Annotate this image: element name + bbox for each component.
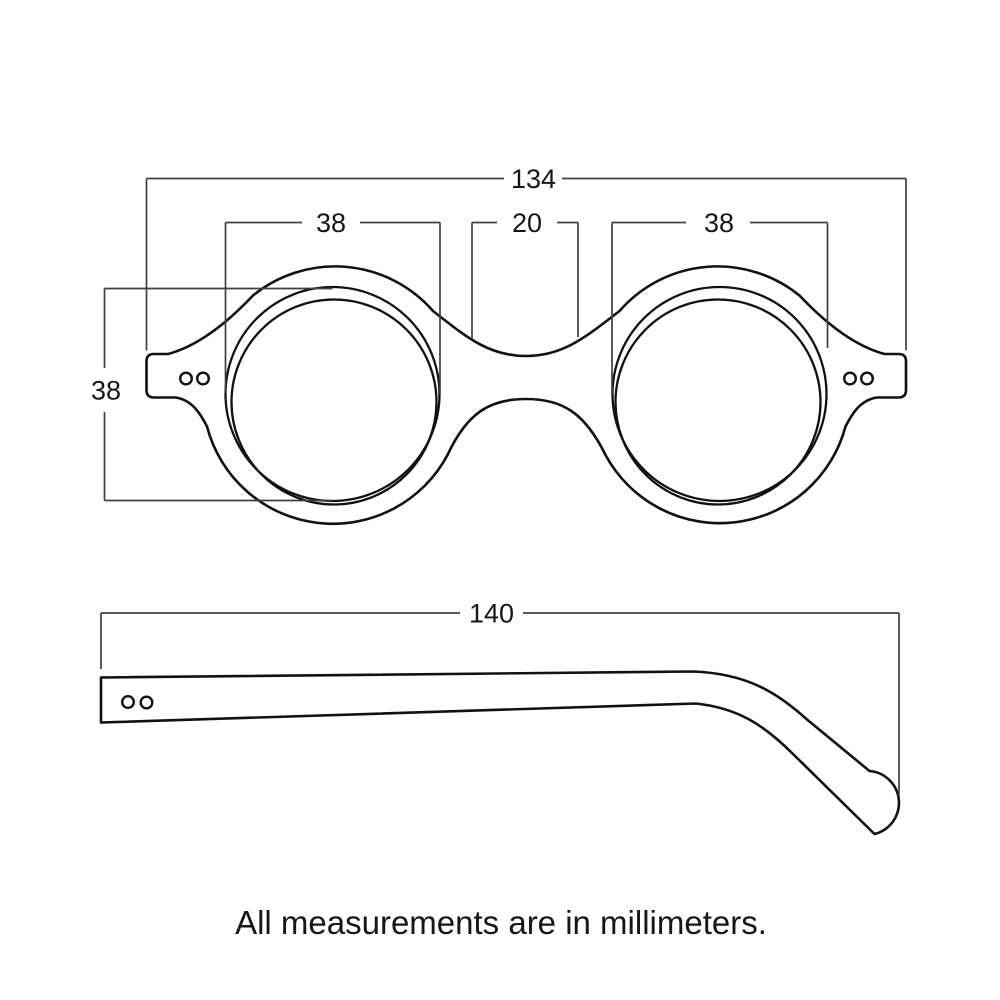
dimension-bridge-width: 20 — [471, 208, 579, 339]
left-lens-bevel-circle — [230, 298, 438, 506]
front-frame-outline — [145, 265, 908, 526]
dimension-left-lens-width: 38 — [224, 208, 441, 393]
temple-outline — [99, 670, 901, 836]
lens-height-label: 38 — [91, 376, 121, 406]
temple-hinge-rivet-dot — [139, 695, 154, 710]
left-hinge-rivet-dot — [178, 371, 193, 386]
right-lens-bevel-circle — [614, 298, 822, 506]
dimension-lens-height: 38 — [91, 287, 333, 502]
dimension-total-width: 134 — [145, 164, 907, 351]
dimension-right-lens-width: 38 — [611, 208, 829, 394]
total-width-label: 134 — [511, 164, 556, 194]
right-hinge-rivet-dot — [860, 371, 875, 386]
left-hinge-rivet-dot — [195, 371, 210, 386]
temple-hinge-rivet-dot — [120, 695, 135, 710]
bridge-width-label: 20 — [512, 208, 542, 238]
glasses-front-view — [145, 265, 908, 526]
temple-length-label: 140 — [469, 599, 514, 629]
left-lens-width-label: 38 — [316, 208, 346, 238]
right-hinge-rivet-dot — [843, 371, 858, 386]
right-lens-width-label: 38 — [704, 208, 734, 238]
units-caption: All measurements are in millimeters. — [235, 904, 767, 941]
dimension-temple-length: 140 — [100, 599, 900, 796]
temple-side-view — [99, 670, 901, 836]
